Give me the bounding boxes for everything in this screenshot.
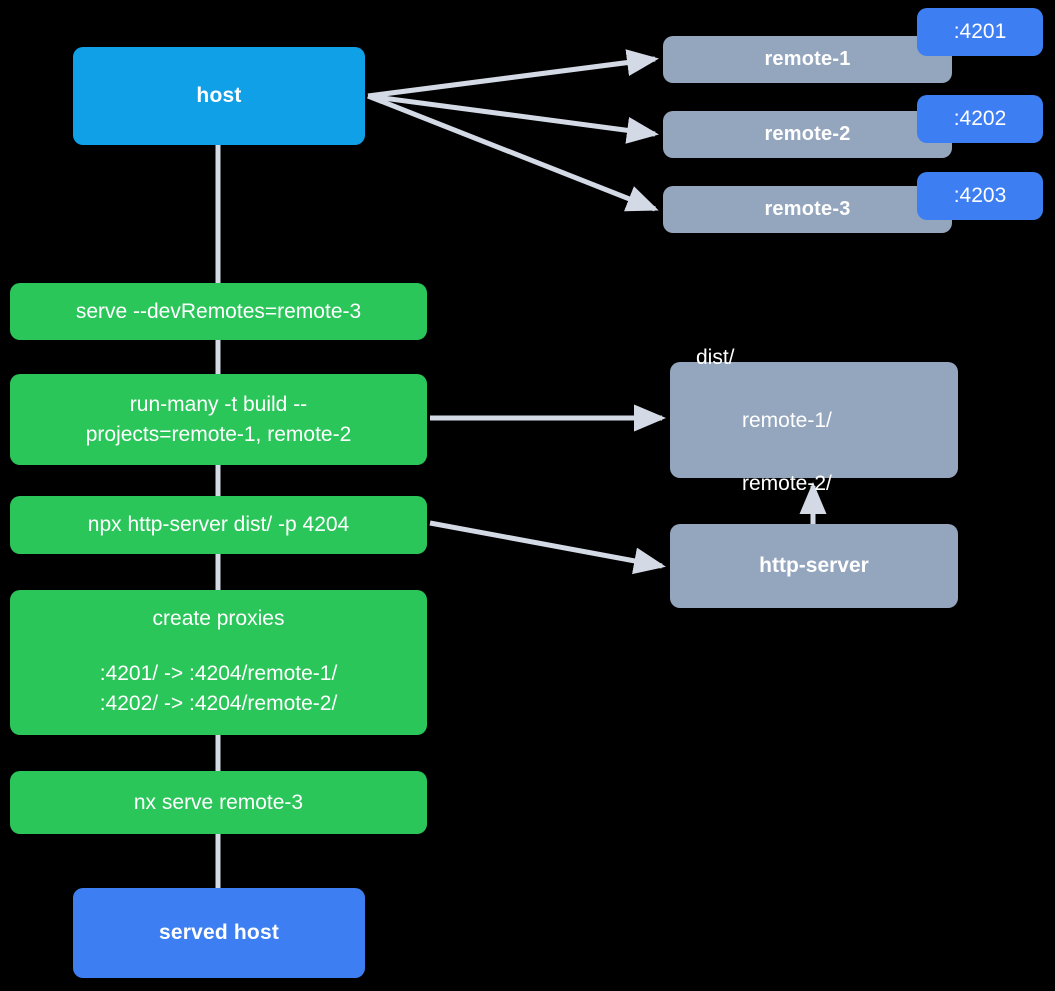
node-create-proxies[interactable]: create proxies :4201/ -> :4204/remote-1/… — [10, 590, 427, 735]
node-command-nx-serve-remote-3[interactable]: nx serve remote-3 — [10, 771, 427, 834]
badge-port-remote-2[interactable]: :4202 — [917, 95, 1043, 143]
node-remote-1[interactable]: remote-1 — [663, 36, 952, 83]
node-command-serve-devremotes[interactable]: serve --devRemotes=remote-3 — [10, 283, 427, 340]
create-proxies-line-2: :4202/ -> :4204/remote-2/ — [99, 692, 338, 716]
badge-port-remote-1[interactable]: :4201 — [917, 8, 1043, 56]
node-command-run-many[interactable]: run-many -t build -- projects=remote-1, … — [10, 374, 427, 465]
node-served-host[interactable]: served host — [73, 888, 365, 978]
edge-npx-to-httpserver — [429, 520, 666, 575]
badge-port-remote-3[interactable]: :4203 — [917, 172, 1043, 220]
create-proxies-line-1: :4201/ -> :4204/remote-1/ — [99, 661, 338, 685]
dist-child-remote-1: remote-1/ — [742, 408, 832, 432]
dist-root-label: dist/ — [696, 345, 735, 369]
create-proxies-title: create proxies — [152, 606, 285, 630]
dist-tree: dist/ remote-1/ remote-2/ — [696, 310, 832, 531]
node-dist-directory[interactable]: dist/ remote-1/ remote-2/ — [670, 345, 958, 494]
node-command-npx-http-server[interactable]: npx http-server dist/ -p 4204 — [10, 496, 427, 554]
node-remote-3[interactable]: remote-3 — [663, 186, 952, 233]
node-http-server[interactable]: http-server — [670, 524, 958, 608]
node-remote-2[interactable]: remote-2 — [663, 111, 952, 158]
node-host[interactable]: host — [73, 47, 365, 145]
dist-child-remote-2: remote-2/ — [742, 471, 832, 495]
edge-host-to-remotes — [367, 49, 659, 212]
